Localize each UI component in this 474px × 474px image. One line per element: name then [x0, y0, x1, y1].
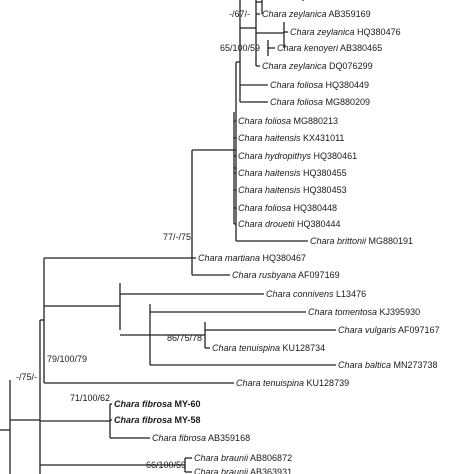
taxon-label: Chara baltica MN273738 — [338, 360, 438, 370]
taxon-label: Chara martiana HQ380467 — [198, 253, 306, 263]
support-values: -/67/- 65/100/59 77/-/75 86/75/78 79/100/79-… — [16, 9, 260, 470]
taxon-label: Chara hydropithys HQ380461 — [238, 151, 357, 161]
taxon-label: Chara kenoyeri AB380465 — [277, 43, 382, 53]
taxon-species: Chara haitensis — [238, 168, 301, 178]
taxon-species: Chara brittonii — [310, 236, 367, 246]
tree-branches — [0, 0, 336, 474]
support-value: -/67/- — [229, 9, 250, 19]
taxon-accession: HQ380448 — [291, 203, 337, 213]
taxon-species: Chara braunii — [194, 453, 249, 463]
taxon-label: Chara brittonii MG880191 — [310, 236, 413, 246]
taxon-species: Chara foliosa — [238, 203, 291, 213]
taxon-accession: MG880191 — [366, 236, 413, 246]
taxon-label: Chara tomentosa KJ395930 — [308, 307, 420, 317]
taxon-species: Chara foliosa — [238, 116, 291, 126]
taxon-label: Chara braunii AB363931 — [194, 467, 292, 474]
taxon-species: Chara haitensis — [238, 185, 301, 195]
taxon-species: Chara zeylanica — [290, 27, 355, 37]
taxon-accession: AB448267 — [331, 0, 375, 1]
taxon-label: Chara rusbyana AF097169 — [232, 270, 340, 280]
support-value: 65/100/59 — [220, 43, 260, 53]
taxon-labels: Chara zeylanica AB448267Chara zeylanica … — [114, 0, 440, 474]
taxon-label: Chara fibrosa MY-60 — [114, 399, 201, 409]
taxon-species: Chara hydropithys — [238, 151, 312, 161]
taxon-accession: MN273738 — [391, 360, 438, 370]
support-value: -/75/- — [16, 372, 37, 382]
taxon-accession: KX431011 — [301, 133, 345, 143]
taxon-species: Chara braunii — [194, 467, 249, 474]
taxon-label: Chara foliosa MG880213 — [238, 116, 338, 126]
taxon-label: Chara fibrosa MY-58 — [114, 415, 201, 425]
taxon-species: Chara fibrosa — [152, 433, 206, 443]
taxon-accession: AB806872 — [248, 453, 292, 463]
taxon-accession: HQ380476 — [355, 27, 401, 37]
taxon-label: Chara foliosa HQ380448 — [238, 203, 337, 213]
taxon-accession: MY-60 — [172, 399, 201, 409]
taxon-species: Chara fibrosa — [114, 415, 172, 425]
taxon-accession: HQ380461 — [311, 151, 357, 161]
taxon-species: Chara zeylanica — [262, 61, 327, 71]
taxon-accession: MG880213 — [291, 116, 338, 126]
taxon-accession: MY-58 — [172, 415, 201, 425]
taxon-label: Chara haitensis HQ380455 — [238, 168, 347, 178]
taxon-accession: KU128734 — [280, 343, 325, 353]
taxon-label: Chara zeylanica AB359169 — [262, 9, 371, 19]
taxon-species: Chara haitensis — [238, 133, 301, 143]
taxon-label: Chara fibrosa AB359168 — [152, 433, 250, 443]
taxon-label: Chara zeylanica AB448267 — [266, 0, 375, 1]
taxon-species: Chara tenuispina — [236, 378, 304, 388]
taxon-label: Chara drouetii HQ380444 — [238, 219, 341, 229]
support-value: 86/75/78 — [167, 333, 202, 343]
taxon-species: Chara connivens — [266, 289, 334, 299]
support-value: 71/100/62 — [70, 393, 110, 403]
taxon-label: Chara haitensis KX431011 — [238, 133, 344, 143]
taxon-label: Chara zeylanica HQ380476 — [290, 27, 401, 37]
taxon-label: Chara vulgaris AF097167 — [338, 325, 440, 335]
taxon-species: Chara vulgaris — [338, 325, 397, 335]
taxon-species: Chara drouetii — [238, 219, 296, 229]
taxon-accession: L13476 — [334, 289, 367, 299]
support-value: 66/100/59 — [146, 460, 186, 470]
taxon-accession: AB359168 — [206, 433, 250, 443]
taxon-accession: HQ380467 — [260, 253, 306, 263]
taxon-species: Chara baltica — [338, 360, 391, 370]
taxon-accession: KU128739 — [304, 378, 349, 388]
taxon-label: Chara tenuispina KU128739 — [236, 378, 349, 388]
support-value: 77/-/75 — [163, 232, 191, 242]
taxon-label: Chara foliosa HQ380449 — [270, 80, 369, 90]
taxon-accession: AF097169 — [296, 270, 340, 280]
taxon-label: Chara tenuispina KU128734 — [212, 343, 325, 353]
taxon-accession: HQ380444 — [295, 219, 341, 229]
taxon-label: Chara zeylanica DQ076299 — [262, 61, 373, 71]
taxon-species: Chara foliosa — [270, 97, 323, 107]
taxon-label: Chara haitensis HQ380453 — [238, 185, 347, 195]
taxon-accession: HQ380453 — [301, 185, 347, 195]
taxon-accession: HQ380449 — [323, 80, 369, 90]
taxon-accession: DQ076299 — [327, 61, 373, 71]
taxon-accession: KJ395930 — [377, 307, 420, 317]
taxon-label: Chara foliosa MG880209 — [270, 97, 370, 107]
taxon-species: Chara tenuispina — [212, 343, 280, 353]
taxon-species: Chara martiana — [198, 253, 260, 263]
taxon-species: Chara zeylanica — [262, 9, 327, 19]
taxon-accession: AB380465 — [338, 43, 382, 53]
taxon-accession: AF097167 — [396, 325, 440, 335]
taxon-accession: MG880209 — [323, 97, 370, 107]
taxon-species: Chara fibrosa — [114, 399, 172, 409]
taxon-label: Chara connivens L13476 — [266, 289, 366, 299]
taxon-accession: AB363931 — [248, 467, 292, 474]
taxon-accession: AB359169 — [327, 9, 371, 19]
taxon-species: Chara tomentosa — [308, 307, 377, 317]
taxon-species: Chara rusbyana — [232, 270, 296, 280]
taxon-species: Chara kenoyeri — [277, 43, 339, 53]
taxon-species: Chara zeylanica — [266, 0, 331, 1]
taxon-accession: HQ380455 — [301, 168, 347, 178]
support-value: 79/100/79 — [47, 354, 87, 364]
taxon-species: Chara foliosa — [270, 80, 323, 90]
taxon-label: Chara braunii AB806872 — [194, 453, 292, 463]
